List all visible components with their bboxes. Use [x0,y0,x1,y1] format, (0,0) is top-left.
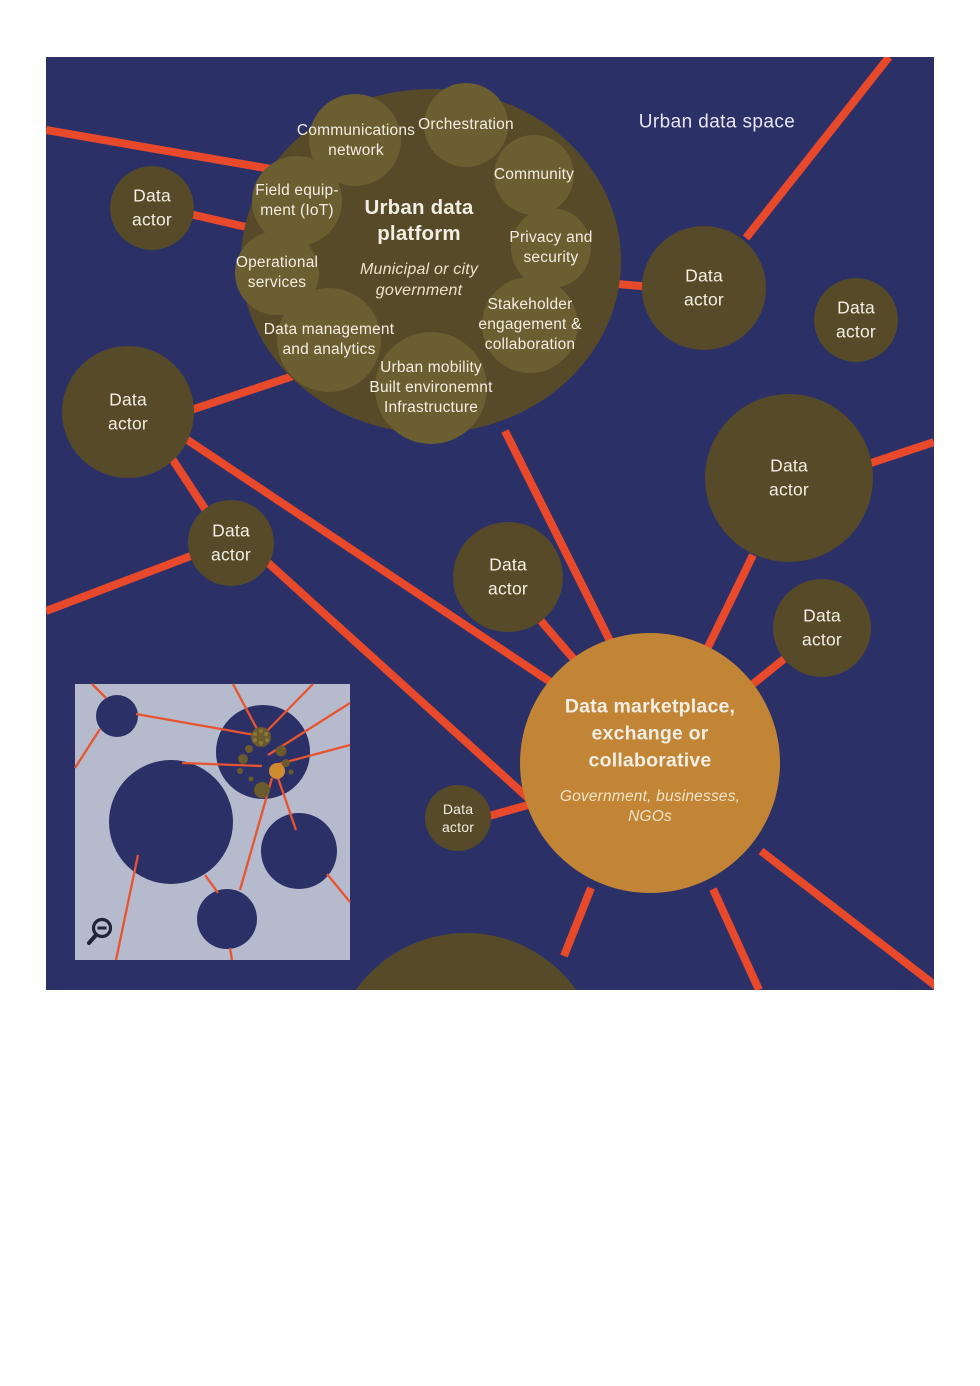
ecosystem-inset-map [74,683,351,961]
data-flow-line [742,57,893,241]
data-flow-lines [46,57,934,990]
module-label-privacy-security: Privacy and security [509,228,593,266]
inset-flow-line [181,761,263,768]
data-actor-circle [188,500,274,586]
data-actor-circle [110,166,194,250]
inset-flow-line [238,777,274,891]
data-flow-line [180,433,561,691]
data-marketplace-circle [520,633,780,893]
data-actor-circle [642,226,766,350]
data-actor-label: Data actor [802,605,842,649]
inset-mini-ecosystem [237,727,294,798]
data-actor-circle [425,785,491,851]
data-flow-line [189,210,247,231]
inset-flow-line [135,712,256,737]
marketplace-title: Data marketplace, exchange or collaborat… [564,695,736,772]
data-flow-line [487,801,530,820]
data-actor-circles [62,166,898,990]
data-flow-line [758,847,934,990]
data-actor-circle [62,346,194,478]
urban-data-space-panel [46,57,934,990]
inset-flow-line [204,874,219,894]
inset-flow-line [326,873,351,903]
data-flow-line [263,558,541,810]
data-actor-circle [355,933,577,990]
module-label-community: Community [493,165,575,183]
data-flow-line [869,438,934,467]
platform-title: Urban data platform [364,195,474,245]
data-actor-circle [773,579,871,677]
module-orchestration-circle [424,83,508,167]
module-label-orchestration: Orchestration [418,115,514,133]
inset-flow-line [114,854,140,961]
inset-flow-line [74,728,101,769]
data-actor-label: Data actor [684,265,724,309]
module-privacy-security-circle [511,208,591,288]
module-label-field-equipment: Field equip- ment (IoT) [255,181,339,219]
inset-data-space-circle [261,813,337,889]
data-actor-circle [453,522,563,632]
inset-data-space-circles [96,695,337,949]
data-actor-label: Data actor [108,389,148,433]
data-flow-line [704,553,757,649]
inset-mini-marketplace [269,763,285,779]
data-flow-line [709,887,763,990]
module-stakeholder-circle [482,277,578,373]
data-flow-line [750,655,787,688]
platform-module-circles [235,83,591,444]
inset-flow-line [91,683,107,699]
module-data-management-circle [277,288,381,392]
module-label-stakeholder: Stakeholder engagement & collaboration [478,295,582,354]
data-actor-circle [705,394,873,562]
inset-urban-data-space-circle [216,705,310,799]
marketplace-subtitle: Government, businesses, NGOs [559,787,741,825]
module-communications-network-circle [309,94,401,186]
inset-mini-actor-dots [237,745,294,798]
inset-data-space-circle [109,760,233,884]
data-actor-label: Data actor [211,520,251,564]
data-actor-label: Data actor [441,800,475,835]
data-flow-line [46,126,272,173]
module-community-circle [494,135,574,215]
inset-data-space-circle [197,889,257,949]
legend: Urban data ecosystems Urban data platfor… [0,990,980,1386]
module-urban-mobility-circle [375,332,487,444]
data-actor-label: Data actor [488,554,528,598]
inset-data-space-circle [96,695,138,737]
module-label-operational-services: Operational services [235,253,319,291]
inset-flow-line [260,683,314,738]
data-actor-label: Data actor [836,297,876,341]
data-flow-line [537,618,582,667]
data-actor-circle [814,278,898,362]
data-flow-line [501,429,618,651]
data-actor-label: Data actor [132,185,172,229]
inset-mini-platform-dots [253,729,269,745]
zoom-out-icon [87,917,113,945]
module-label-data-management: Data management and analytics [263,320,395,358]
module-operational-services-circle [235,231,319,315]
ecosystem-diagram [46,57,934,990]
module-label-communications-network: Communications network [296,121,416,159]
data-flow-line [560,886,595,958]
module-label-urban-mobility: Urban mobility Built environemnt Infrast… [369,358,493,417]
data-actor-label: Data actor [769,455,809,499]
data-flow-line [46,550,198,615]
platform-subtitle: Municipal or city government [359,261,479,299]
module-field-equipment-circle [252,156,342,246]
urban-data-space-label: Urban data space [638,111,796,133]
inset-flow-line [276,777,298,831]
inset-flow-line [231,683,259,730]
inset-flow-line [228,947,234,961]
